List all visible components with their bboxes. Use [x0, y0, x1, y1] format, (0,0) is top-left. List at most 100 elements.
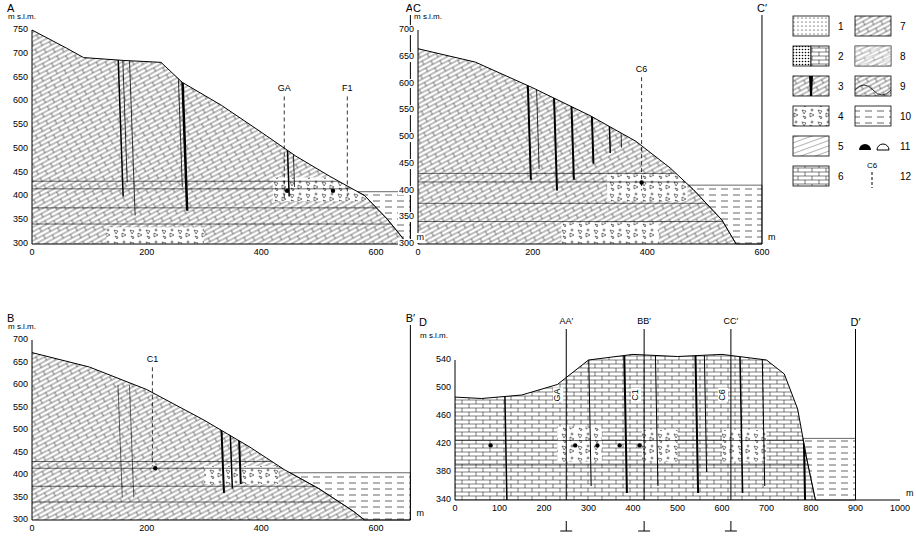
borehole-label: C6	[635, 65, 649, 75]
spring-dot	[637, 443, 641, 447]
borehole-label: GA	[553, 387, 563, 402]
legend-number: 11	[899, 141, 911, 152]
axis-tick: 600	[713, 504, 730, 514]
axis-tick: 650	[12, 358, 29, 368]
swatch-box	[855, 106, 891, 126]
section-end-line	[410, 15, 411, 244]
axis-tick: 750	[12, 25, 29, 35]
level-line	[32, 181, 410, 182]
axis-tick: 340	[435, 495, 452, 505]
borehole-symbol	[872, 172, 873, 188]
lake-deposit	[689, 185, 762, 244]
legend-swatch	[855, 16, 891, 36]
breccia-zone	[607, 174, 687, 201]
axis-tick: 650	[12, 73, 29, 83]
axis-tick: 500	[669, 504, 686, 514]
section-letter: D′	[849, 316, 861, 328]
legend-number: 4	[837, 111, 845, 122]
swatch-box	[793, 106, 829, 126]
fracture	[589, 346, 592, 486]
ground-profile	[455, 354, 815, 500]
axis-tick: 300	[12, 239, 29, 249]
axis-tick: 200	[138, 248, 155, 258]
legend-number: 9	[899, 81, 907, 92]
section-trace	[638, 531, 650, 532]
axis-tick: 400	[253, 248, 270, 258]
axis-tick: 500	[435, 383, 452, 393]
axis-tick: 450	[12, 168, 29, 178]
fracture	[619, 57, 622, 148]
axis-tick: 300	[12, 515, 29, 525]
axis-tick: 700	[758, 504, 775, 514]
axis-tick: 600	[367, 248, 384, 258]
fracture	[762, 346, 765, 486]
spring-symbol	[859, 144, 871, 150]
axis-unit: m	[767, 233, 777, 243]
level-line	[418, 181, 762, 182]
swatch-box	[793, 46, 811, 66]
axis-tick: 0	[414, 248, 421, 258]
legend-swatch	[855, 76, 891, 96]
breccia-zone	[557, 427, 602, 462]
legend-borehole-label: C6	[866, 162, 878, 171]
lake-deposit	[803, 438, 856, 500]
fracture	[740, 346, 743, 493]
bedrock	[32, 30, 408, 244]
axis-tick: 450	[398, 159, 415, 169]
axis	[32, 30, 33, 244]
legend-swatch	[855, 106, 891, 126]
rock-details	[418, 57, 762, 244]
section-letter: B′	[405, 312, 416, 324]
level-line	[455, 440, 856, 441]
axis	[418, 30, 419, 244]
axis-tick: 200	[138, 524, 155, 534]
swatch-box	[793, 16, 829, 36]
fracture	[129, 385, 133, 498]
swatch-box	[793, 76, 829, 96]
axis-tick: 700	[12, 49, 29, 59]
swatch-curve	[855, 85, 891, 95]
legend-number: 6	[837, 171, 845, 182]
level-line	[455, 465, 856, 466]
axis-unit: m s.l.m.	[7, 13, 37, 22]
legend-swatch	[793, 106, 829, 126]
legend-swatch	[793, 76, 829, 96]
section-panel	[32, 325, 410, 520]
axis-tick: 100	[491, 504, 508, 514]
breccia-zone	[722, 430, 767, 462]
fracture	[504, 346, 507, 500]
section-trace	[725, 531, 737, 532]
legend-number: 8	[899, 51, 907, 62]
axis-tick: 800	[802, 504, 819, 514]
rock-details	[32, 54, 410, 244]
axis-tick: 550	[12, 403, 29, 413]
axis	[32, 520, 410, 521]
legend-number: 5	[837, 141, 845, 152]
level-line	[418, 221, 762, 222]
axis-tick: 550	[12, 120, 29, 130]
axis-tick: 600	[12, 380, 29, 390]
fracture	[129, 59, 135, 216]
ground-profile	[418, 49, 736, 244]
swatch-box	[793, 166, 829, 186]
legend-swatch	[793, 136, 829, 156]
fracture	[590, 57, 593, 164]
section-panel	[32, 15, 410, 244]
legend-number: 10	[899, 111, 912, 122]
axis-tick: 600	[12, 96, 29, 106]
level-line	[32, 468, 410, 469]
section-trace	[560, 531, 572, 532]
swatch-fracture	[809, 76, 813, 96]
section-end-line	[761, 15, 762, 244]
swatch-box	[793, 136, 829, 156]
axis-unit: m s.l.m.	[419, 332, 449, 341]
spring-dot	[573, 443, 577, 447]
axis-unit: m s.l.m.	[413, 13, 443, 22]
swatch-box	[855, 16, 891, 36]
lake-deposit	[290, 473, 410, 520]
fracture	[293, 139, 295, 187]
section-trace	[566, 521, 567, 531]
axis-tick: 380	[435, 467, 452, 477]
axis-tick: 400	[624, 504, 641, 514]
